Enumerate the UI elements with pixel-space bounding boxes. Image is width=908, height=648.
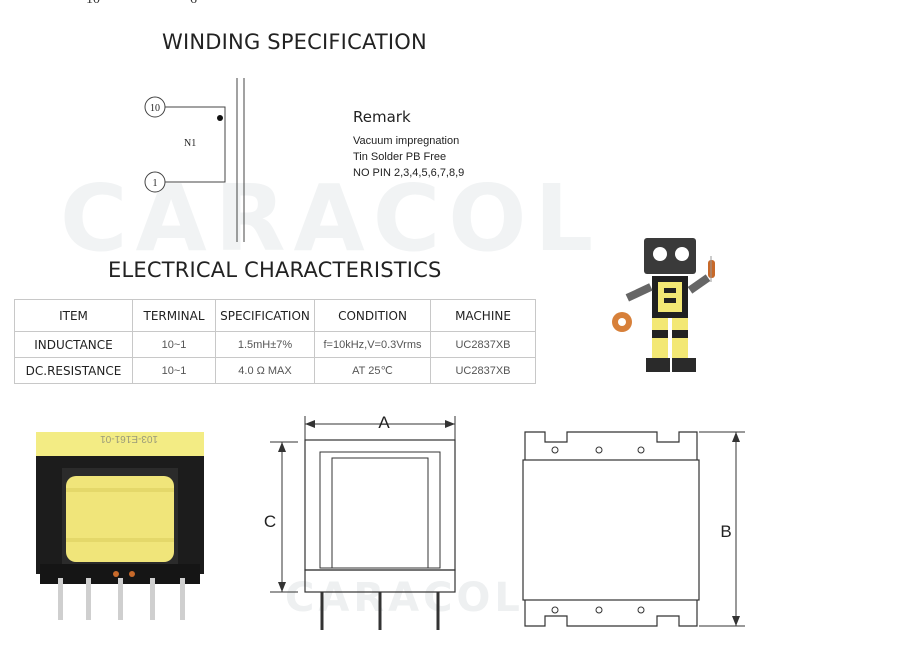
cell-item: INDUCTANCE [14, 331, 133, 358]
cell-item: DC.RESISTANCE [14, 357, 133, 384]
cell-specification: 1.5mH±7% [215, 331, 315, 358]
dimension-b-label: B [720, 522, 731, 541]
remark-line-1: Vacuum impregnation [353, 135, 460, 147]
coil-label: N1 [184, 138, 196, 149]
cell-condition: AT 25℃ [314, 357, 431, 384]
header-specification: SPECIFICATION [215, 299, 315, 332]
polarity-dot [217, 115, 223, 121]
cell-machine: UC2837XB [430, 357, 536, 384]
cell-terminal: 10~1 [132, 331, 216, 358]
top-fragment-left: 10 [86, 0, 100, 8]
winding-title: WINDING SPECIFICATION [162, 30, 427, 54]
pin-1-label: 1 [153, 178, 158, 189]
watermark-caracol-small: CARACOL [285, 575, 524, 621]
remark-line-2: Tin Solder PB Free [353, 151, 447, 163]
electrical-title: ELECTRICAL CHARACTERISTICS [108, 258, 442, 282]
pin-10-label: 10 [150, 103, 160, 114]
dimension-c-label: C [264, 512, 276, 531]
header-terminal: TERMINAL [132, 299, 216, 332]
table-row: INDUCTANCE 10~1 1.5mH±7% f=10kHz,V=0.3Vr… [14, 331, 536, 358]
table-row: DC.RESISTANCE 10~1 4.0 Ω MAX AT 25℃ UC28… [14, 357, 536, 384]
front-view-drawing: A C [264, 413, 456, 630]
robot-mascot-illustration [612, 238, 715, 372]
pin-10-marker: 10 [144, 96, 166, 118]
cell-machine: UC2837XB [430, 331, 536, 358]
pin-1-marker: 1 [144, 171, 166, 193]
dimension-a-label: A [378, 413, 390, 432]
header-item: ITEM [14, 299, 133, 332]
transformer-photo-illustration: 103-E161-01 [36, 432, 204, 620]
top-fragment-right: 6 [190, 0, 197, 8]
header-condition: CONDITION [314, 299, 431, 332]
electrical-table: ITEM TERMINAL SPECIFICATION CONDITION MA… [14, 299, 536, 384]
cell-terminal: 10~1 [132, 357, 216, 384]
coil-winding-line [165, 106, 226, 183]
table-header-row: ITEM TERMINAL SPECIFICATION CONDITION MA… [14, 299, 536, 332]
top-view-drawing: B [522, 431, 745, 627]
header-machine: MACHINE [430, 299, 536, 332]
product-marking: 103-E161-01 [100, 433, 158, 444]
winding-schematic: 10 1 N1 [144, 78, 245, 242]
cell-specification: 4.0 Ω MAX [215, 357, 315, 384]
cell-condition: f=10kHz,V=0.3Vrms [314, 331, 431, 358]
remark-title: Remark [353, 108, 411, 126]
remark-line-3: NO PIN 2,3,4,5,6,7,8,9 [353, 167, 465, 179]
